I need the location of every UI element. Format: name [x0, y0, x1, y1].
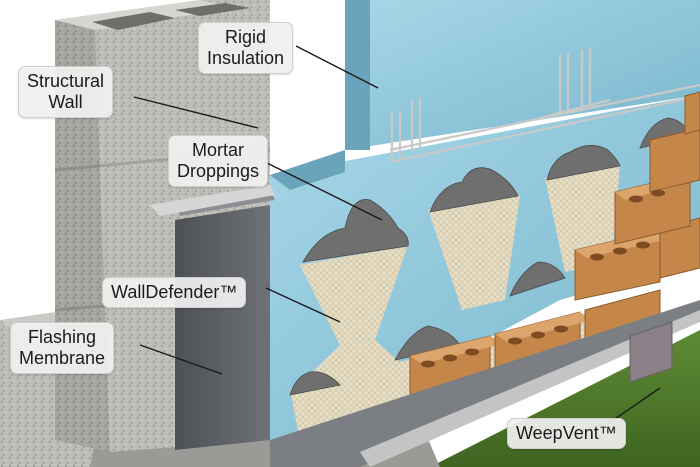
- weepvent-part: [629, 321, 673, 383]
- label-walldefender-text: WallDefender™: [111, 282, 238, 302]
- label-mortar-droppings-line2: Droppings: [177, 161, 260, 181]
- label-rigid-insulation-line2: Insulation: [207, 48, 285, 68]
- label-structural-wall-line2: Wall: [48, 92, 83, 112]
- label-structural-wall: Structural Wall: [18, 66, 114, 118]
- label-flashing-membrane-line2: Membrane: [19, 348, 106, 368]
- label-rigid-insulation-line1: Rigid: [225, 27, 267, 47]
- mortar-droppings: [289, 117, 691, 396]
- label-mortar-droppings-line1: Mortar: [192, 140, 245, 160]
- label-structural-wall-line1: Structural: [27, 71, 105, 91]
- leader-lines: [133, 45, 661, 426]
- label-flashing-membrane: Flashing Membrane: [10, 322, 115, 374]
- label-flashing-membrane-line1: Flashing: [28, 327, 97, 347]
- flashing-membrane: [150, 185, 275, 450]
- label-weepvent: WeepVent™: [507, 418, 626, 449]
- label-walldefender: WallDefender™: [102, 277, 247, 308]
- label-weepvent-text: WeepVent™: [516, 423, 617, 443]
- base-sill: [270, 300, 700, 467]
- wire-ties: [389, 48, 700, 164]
- label-mortar-droppings: Mortar Droppings: [168, 135, 269, 187]
- label-rigid-insulation: Rigid Insulation: [198, 22, 294, 74]
